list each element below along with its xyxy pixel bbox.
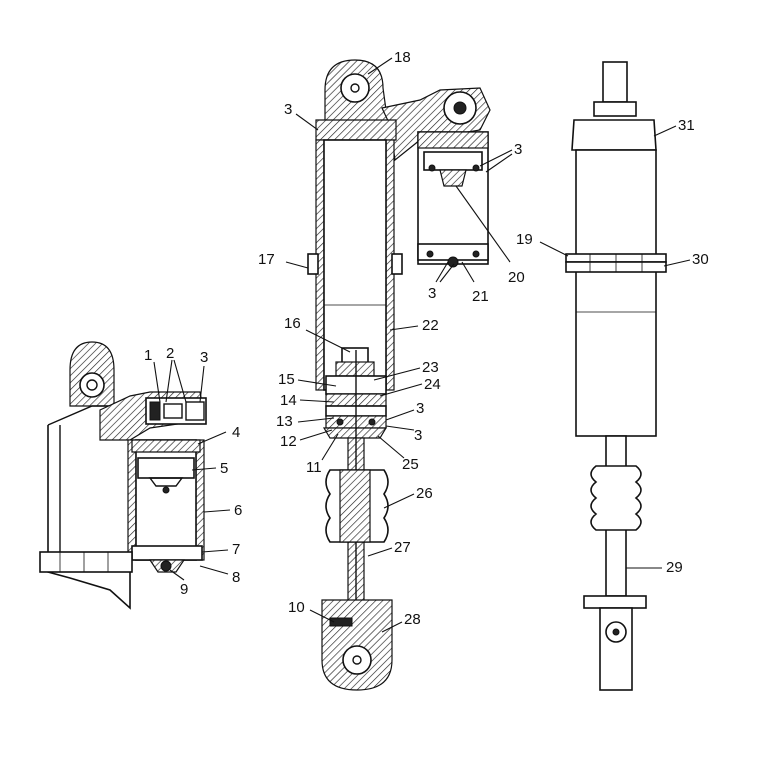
callout-23: 23 <box>422 359 439 376</box>
callout-24: 24 <box>424 376 441 393</box>
callout-16: 16 <box>284 315 301 332</box>
callout-22: 22 <box>422 317 439 334</box>
callout-2: 2 <box>166 345 174 362</box>
callout-8: 8 <box>232 569 240 586</box>
reservoir-detail-view <box>39 341 207 610</box>
callout-9: 9 <box>180 581 188 598</box>
leader-lines <box>153 57 691 633</box>
callout-6: 6 <box>234 502 242 519</box>
callout-14: 14 <box>280 392 297 409</box>
callout-18: 18 <box>394 49 411 66</box>
callout-15: 15 <box>278 371 295 388</box>
callout-3: 3 <box>428 285 436 302</box>
callout-20: 20 <box>508 269 525 286</box>
callout-25: 25 <box>402 456 419 473</box>
callout-13: 13 <box>276 413 293 430</box>
callout-27: 27 <box>394 539 411 556</box>
shock-external-view <box>565 61 667 691</box>
callout-11: 11 <box>306 459 322 476</box>
callout-7: 7 <box>232 541 240 558</box>
callouts: 1 2 3 4 5 6 7 8 9 18 3 3 17 3 21 20 16 2… <box>144 49 709 628</box>
callout-4: 4 <box>232 424 240 441</box>
callout-12: 12 <box>280 433 297 450</box>
callout-3: 3 <box>514 141 522 158</box>
callout-10: 10 <box>288 599 305 616</box>
callout-17: 17 <box>258 251 275 268</box>
callout-26: 26 <box>416 485 433 502</box>
callout-3: 3 <box>414 427 422 444</box>
callout-1: 1 <box>144 347 152 364</box>
callout-3: 3 <box>200 349 208 366</box>
callout-28: 28 <box>404 611 421 628</box>
callout-19: 19 <box>516 231 533 248</box>
callout-30: 30 <box>692 251 709 268</box>
callout-21: 21 <box>472 288 489 305</box>
callout-31: 31 <box>678 117 695 134</box>
callout-5: 5 <box>220 460 228 477</box>
callout-3: 3 <box>284 101 292 118</box>
shock-cross-section <box>307 59 491 691</box>
callout-29: 29 <box>666 559 683 576</box>
callout-3: 3 <box>416 400 424 417</box>
